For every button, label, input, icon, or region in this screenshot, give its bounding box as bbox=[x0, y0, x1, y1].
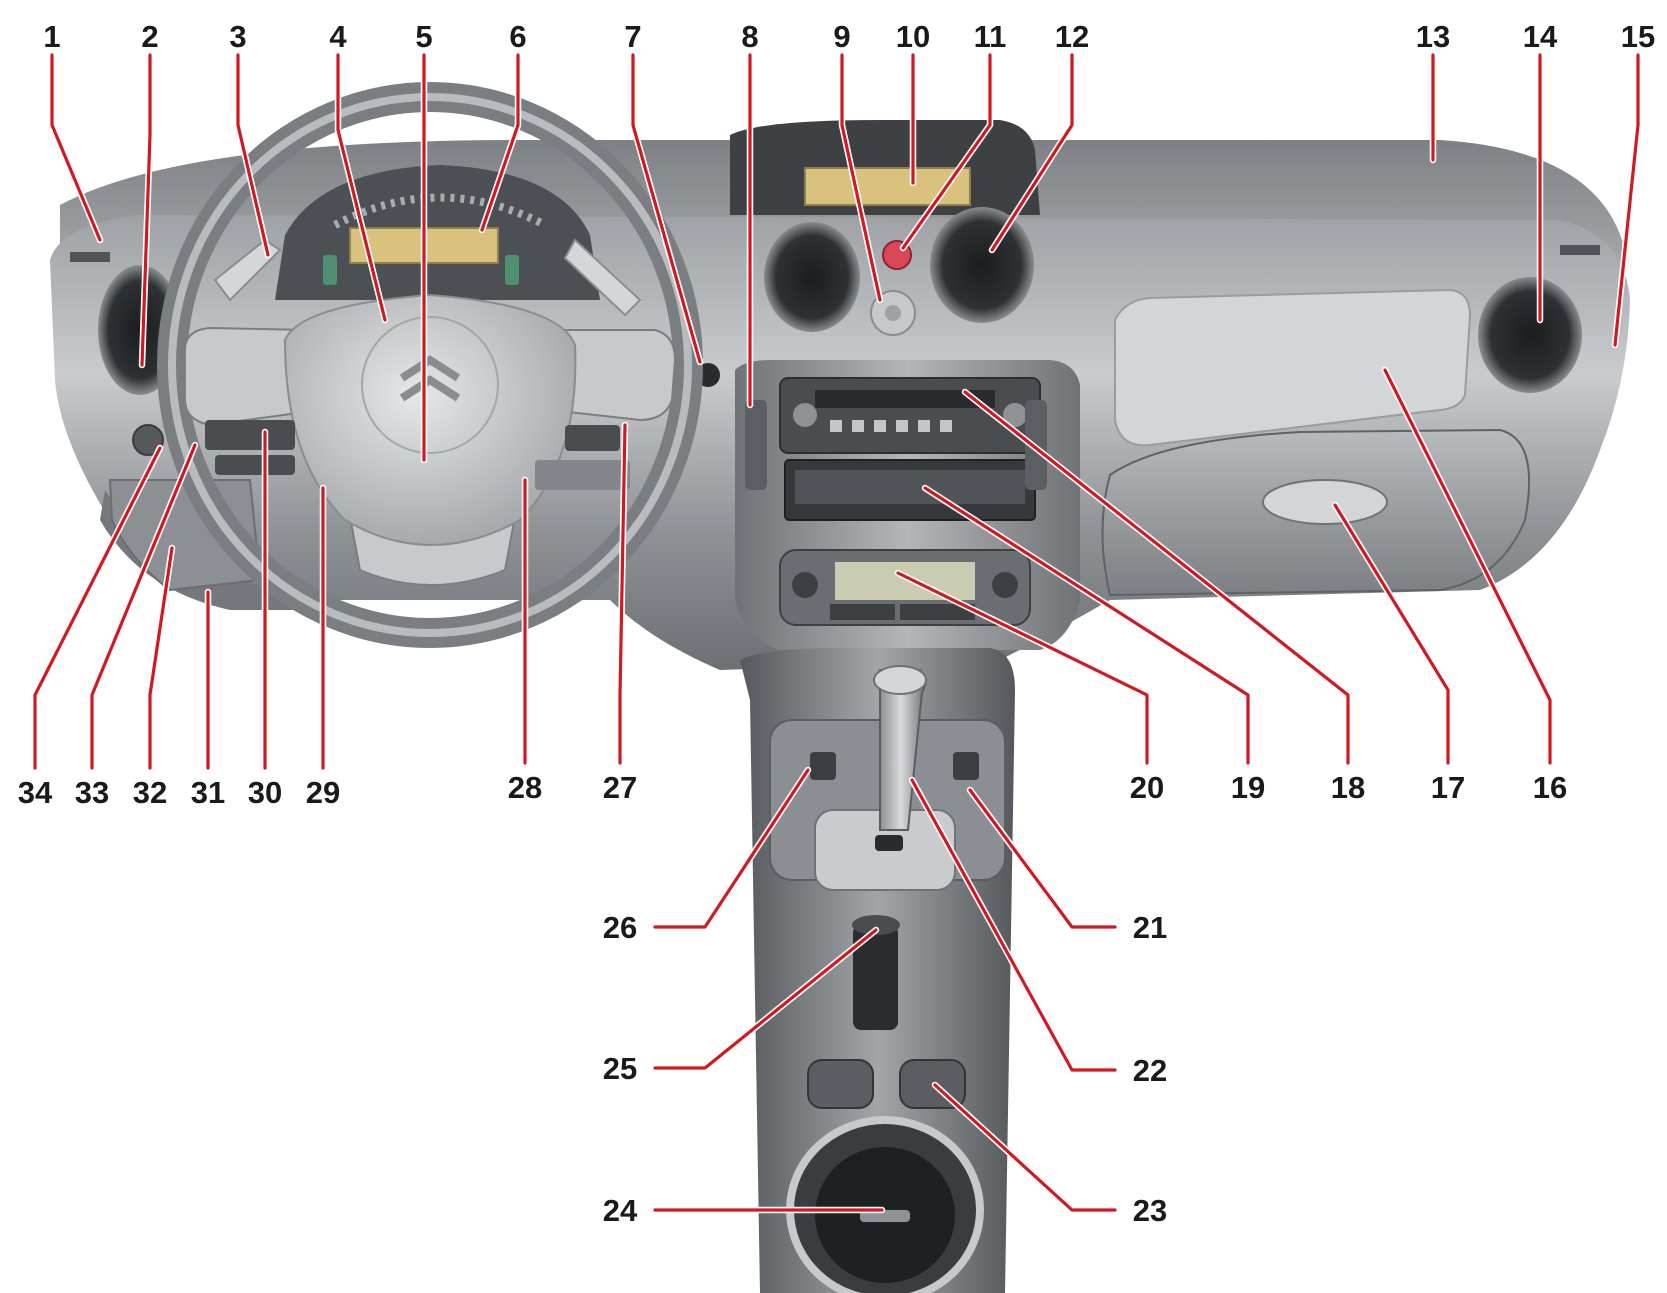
callout-3: 3 bbox=[229, 19, 246, 54]
callout-1: 1 bbox=[43, 19, 60, 54]
callout-14: 14 bbox=[1523, 19, 1558, 54]
leader-18 bbox=[963, 390, 1350, 765]
callout-17: 17 bbox=[1431, 770, 1465, 805]
callout-16: 16 bbox=[1533, 770, 1567, 805]
callout-6: 6 bbox=[509, 19, 526, 54]
leader-21 bbox=[968, 788, 1117, 929]
wiper-stalk bbox=[563, 238, 642, 317]
callout-2: 2 bbox=[141, 19, 158, 54]
callout-25: 25 bbox=[603, 1051, 637, 1086]
callout-11: 11 bbox=[974, 19, 1007, 54]
cruise-switches bbox=[205, 420, 295, 450]
leader-9 bbox=[840, 53, 882, 302]
right-lower-switch bbox=[565, 425, 620, 451]
leader-27 bbox=[618, 423, 627, 765]
callout-20: 20 bbox=[1130, 770, 1164, 805]
leader-20 bbox=[896, 571, 1149, 765]
left-console-switches bbox=[745, 400, 767, 490]
callout-22: 22 bbox=[1133, 1053, 1167, 1088]
callout-19: 19 bbox=[1231, 770, 1265, 805]
audio-unit bbox=[779, 377, 1041, 454]
callout-13: 13 bbox=[1416, 19, 1450, 54]
callout-32: 32 bbox=[133, 775, 167, 810]
leader-25 bbox=[653, 928, 878, 1070]
multifunction-display bbox=[804, 167, 971, 206]
callout-leaders bbox=[31, 51, 1642, 1214]
callout-26: 26 bbox=[603, 910, 637, 945]
callout-29: 29 bbox=[306, 775, 340, 810]
leader-12 bbox=[990, 53, 1074, 252]
callout-30: 30 bbox=[248, 775, 282, 810]
leader-11 bbox=[901, 53, 992, 250]
leader-6 bbox=[480, 53, 520, 232]
leader-4 bbox=[336, 53, 387, 322]
callout-18: 18 bbox=[1331, 770, 1365, 805]
callout-23: 23 bbox=[1133, 1193, 1167, 1228]
passenger-airbag-panel bbox=[1114, 288, 1472, 447]
side-demister-right bbox=[1560, 245, 1600, 255]
leader-15 bbox=[1613, 53, 1640, 347]
leader-34 bbox=[33, 446, 162, 770]
leader-2 bbox=[140, 53, 152, 367]
side-demister-left bbox=[70, 252, 110, 262]
left-centre-vent bbox=[764, 222, 860, 332]
right-side-vent bbox=[1478, 277, 1582, 393]
callout-34: 34 bbox=[18, 775, 53, 810]
callout-24: 24 bbox=[603, 1193, 638, 1228]
callout-7: 7 bbox=[624, 19, 641, 54]
window-switch-left bbox=[807, 1059, 874, 1109]
callout-10: 10 bbox=[896, 19, 930, 54]
callout-31: 31 bbox=[191, 775, 225, 810]
leader-23 bbox=[933, 1083, 1117, 1212]
glove-box-handle bbox=[1262, 479, 1388, 525]
leader-1 bbox=[50, 53, 102, 242]
citroen-logo bbox=[399, 355, 461, 402]
leader-32 bbox=[148, 546, 174, 770]
callout-12: 12 bbox=[1055, 19, 1089, 54]
handbrake-lever bbox=[853, 925, 898, 1030]
leader-16 bbox=[1383, 368, 1552, 765]
callout-28: 28 bbox=[508, 770, 542, 805]
leader-33 bbox=[90, 443, 197, 770]
leader-22 bbox=[910, 778, 1117, 1072]
leader-7 bbox=[631, 53, 702, 364]
callout-9: 9 bbox=[833, 19, 850, 54]
callout-15: 15 bbox=[1621, 19, 1655, 54]
callout-4: 4 bbox=[329, 19, 347, 54]
leader-17 bbox=[1333, 503, 1450, 765]
leader-3 bbox=[236, 53, 270, 257]
callout-5: 5 bbox=[415, 19, 432, 54]
tachometer-arc bbox=[333, 193, 547, 229]
callout-33: 33 bbox=[75, 775, 109, 810]
right-centre-vent bbox=[930, 207, 1034, 323]
callout-8: 8 bbox=[741, 19, 758, 54]
callout-numbers: 1 2 3 4 5 6 7 8 9 10 11 12 13 14 15 16 1… bbox=[18, 19, 1655, 1228]
callout-21: 21 bbox=[1133, 910, 1167, 945]
leader-26 bbox=[653, 768, 810, 929]
leader-19 bbox=[923, 486, 1250, 765]
callout-27: 27 bbox=[603, 770, 637, 805]
lighting-stalk bbox=[213, 238, 282, 302]
right-spoke bbox=[548, 329, 677, 422]
